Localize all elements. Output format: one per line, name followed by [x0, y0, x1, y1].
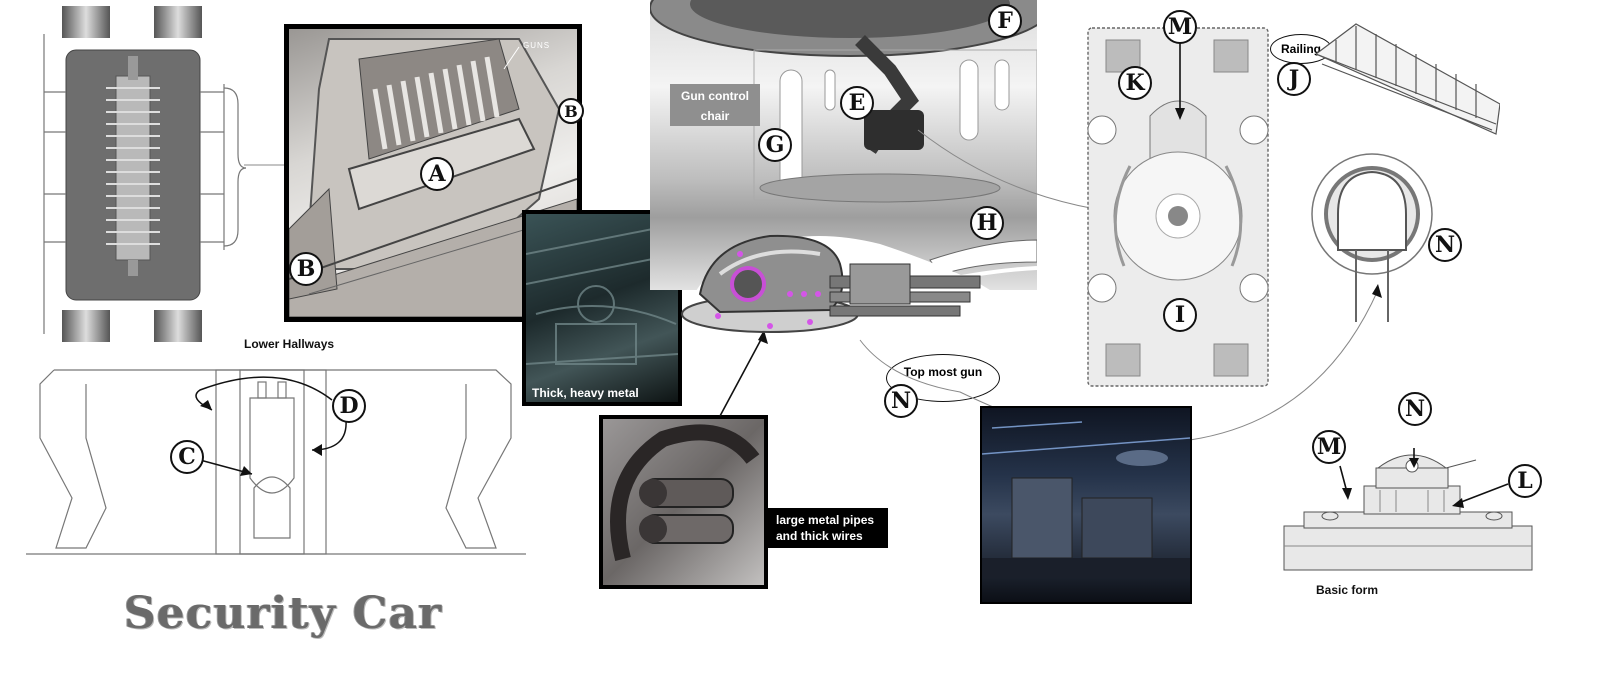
gun-control-chair-label: Gun control chair	[670, 84, 760, 126]
top-most-gun-label: Top most gun	[903, 365, 983, 379]
callout-l: L	[1508, 464, 1542, 498]
railing-sketch	[1316, 12, 1500, 136]
callout-i: I	[1163, 298, 1197, 332]
railing-label: Railing	[1280, 42, 1321, 56]
arrows-basic-form	[1339, 448, 1509, 508]
pipes-reference	[599, 415, 768, 589]
side-elevation-drawing	[26, 358, 526, 564]
callout-h: H	[970, 206, 1004, 240]
callout-a: A	[420, 157, 454, 191]
callout-n-form: N	[1398, 392, 1432, 426]
sheet-title: Security Car	[124, 588, 443, 639]
arrow-pipes-to-gun	[719, 330, 768, 417]
interior-guns-panel: GUNS	[284, 24, 582, 322]
callout-e: E	[840, 86, 874, 120]
callout-b-bottom: B	[289, 252, 323, 286]
callout-m-form: M	[1312, 430, 1346, 464]
callout-n-gun: N	[884, 384, 918, 418]
guns-label: GUNS	[523, 41, 551, 50]
callout-f: F	[988, 4, 1022, 38]
basic-form-elevation	[1280, 446, 1536, 574]
arrow-m-plan	[1175, 40, 1185, 120]
callout-g: G	[758, 128, 792, 162]
thick-metal-label: Thick, heavy metal	[532, 386, 639, 400]
top-plan-car	[1084, 26, 1274, 388]
turret-top-view	[1308, 150, 1438, 330]
callout-n-turret: N	[1428, 228, 1462, 262]
gun-turret-sketch	[680, 214, 1040, 340]
callout-k: K	[1118, 66, 1152, 100]
plan-view-drawing	[40, 4, 250, 344]
callout-c: C	[170, 440, 204, 474]
pipes-label: large metal pipes and thick wires	[768, 508, 888, 548]
lower-hallways-label: Lower Hallways	[244, 337, 335, 351]
arrows-c-d	[195, 376, 347, 476]
callout-j: J	[1277, 62, 1311, 96]
basic-form-label: Basic form	[1316, 583, 1379, 597]
dark-hall-reference	[980, 406, 1192, 604]
callout-m-plan: M	[1163, 10, 1197, 44]
callout-d: D	[332, 389, 366, 423]
callout-b-top: B	[558, 98, 584, 124]
